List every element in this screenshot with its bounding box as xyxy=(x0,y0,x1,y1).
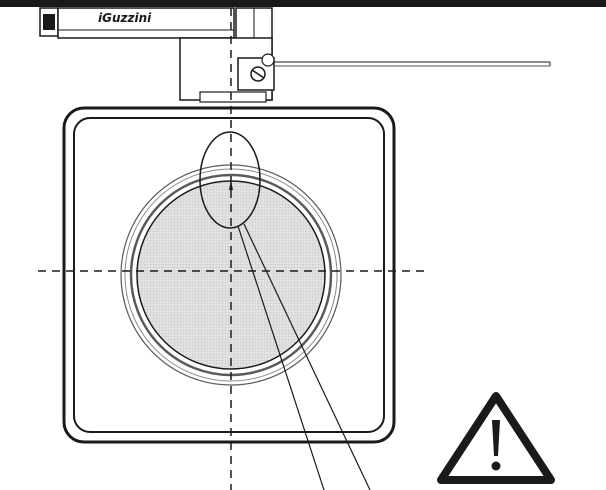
orientation-mark xyxy=(229,180,233,190)
center-lines xyxy=(38,8,430,490)
track-adapter xyxy=(39,7,235,39)
brand-logo: iGuzzini xyxy=(98,11,152,25)
track-rail xyxy=(0,0,606,7)
locking-screw xyxy=(237,53,275,91)
warning-triangle-icon xyxy=(437,392,555,484)
housing-inner xyxy=(73,117,385,433)
detail-callout xyxy=(199,131,261,229)
joint-base xyxy=(199,91,267,103)
reference-line xyxy=(274,61,551,67)
callout-pointer xyxy=(237,223,371,490)
